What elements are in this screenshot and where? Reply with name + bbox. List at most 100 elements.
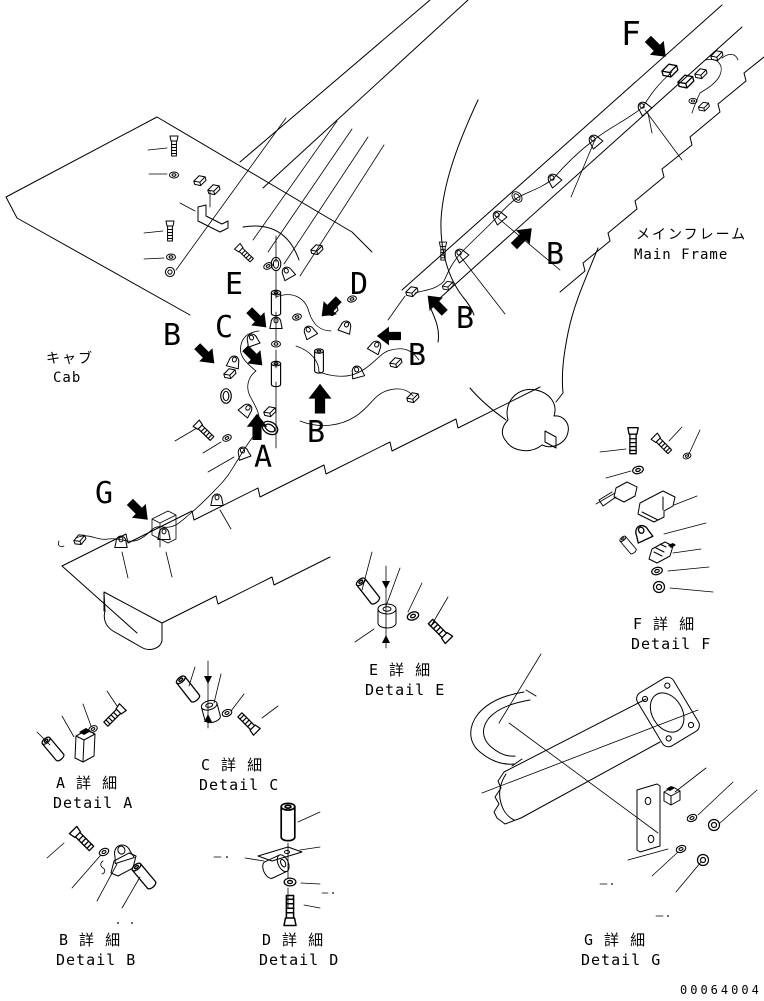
detail-c-title-jp: C 詳 細 [201,756,264,774]
washer-part [220,707,234,719]
bolt-part [426,617,454,645]
view-direction-arrow-icon [640,31,673,64]
connector-part [72,532,88,547]
nut-part [707,818,721,832]
detail-d-title-jp: D 詳 細 [262,931,325,949]
bolt-part [101,703,127,729]
callout-b3: B [456,301,475,336]
bolt-part [192,419,216,443]
callout-a: A [254,440,273,475]
center-marks [117,856,669,924]
connector-part [697,100,711,113]
callout-b4: B [408,338,427,373]
washer-part [97,846,111,858]
washer-part [221,432,233,444]
detail-e-title-jp: E 詳 細 [369,661,432,679]
detail-e-drawing [354,551,454,649]
connector-part [262,404,278,419]
clamp-part [349,364,366,380]
detail-a-drawing [36,690,127,763]
main-frame-label-en: Main Frame [634,247,729,263]
clamp-part [544,170,563,189]
detail-f-drawing [595,426,714,594]
clamp-part [489,207,508,226]
bolt-part [627,427,639,455]
main-frame-label-jp: メインフレーム [636,227,748,243]
nut-part [164,266,176,278]
washer-part [291,312,303,322]
clamp-part [631,522,654,544]
detail-c-title-en: Detail C [199,776,280,794]
washer-part [87,723,99,735]
view-direction-arrow-icon [376,326,401,346]
clamp-part [300,323,319,341]
detail-g-drawing [470,653,758,893]
view-direction-arrow-icon [315,292,346,323]
main-frame-outline [401,4,764,452]
bolt-part [283,894,297,927]
detail-b-title-jp: B 詳 細 [59,931,122,949]
connector-part [404,284,420,299]
nut-part [652,580,666,594]
connector-part [676,72,696,91]
connector-part [206,182,222,197]
callout-f: F [621,14,641,53]
roof-parts [143,117,385,282]
washer-part [674,843,688,855]
clamp-part [634,98,653,117]
spacer-part [174,673,202,705]
callout-b1: B [546,237,565,272]
harness-cluster-parts [72,235,455,548]
clamp-part [278,264,297,282]
cab-roof-outline [5,0,469,316]
clamp-part [366,338,385,356]
callout-b2: B [163,318,182,353]
clamp-part [237,400,256,419]
washer-part [688,97,698,105]
clamp-part [243,331,261,348]
connector-part [693,66,709,81]
grommet-part [270,256,282,272]
callout-d: D [350,267,369,302]
cab-label-jp: キャブ [46,351,94,367]
washer-part [685,812,699,824]
grommet-part [220,388,232,404]
callout-b5: B [307,415,326,450]
bolt-part [235,710,261,736]
detail-b-drawing [46,825,158,909]
washer-part [283,877,297,887]
view-direction-arrow-icon [308,383,332,414]
bolt-part [234,242,255,264]
callout-e: E [225,267,244,302]
washer-part [631,464,645,476]
view-arrows [122,31,673,527]
view-direction-arrow-icon [122,494,155,527]
drawing-number: 00064004 [680,983,762,997]
connector-part [660,61,680,80]
detail-a-title-jp: A 詳 細 [56,774,119,792]
bolt-part [165,220,175,242]
connector-part [192,173,208,188]
view-direction-arrow-icon [246,413,268,440]
detail-f-title-en: Detail F [631,635,712,653]
clamp-part [210,493,224,506]
detail-g-title-en: Detail G [581,951,662,969]
connector-part [222,366,238,381]
cab-label-en: Cab [53,370,82,386]
view-direction-arrow-icon [242,303,273,334]
washer-part [650,565,664,577]
detail-d-title-en: Detail D [259,951,340,969]
connector-part [388,355,404,370]
spacer-part [354,575,382,607]
washer-part [169,171,179,179]
cab-floor-outline [61,386,541,650]
clamp-part [234,444,252,461]
connector-part [709,48,725,63]
washer-part [166,253,176,261]
clamp-part [337,318,355,335]
callout-c: C [215,310,234,345]
detail-f-title-jp: F 詳 細 [633,615,696,633]
spacer-part [618,534,638,556]
clamp-part [114,535,128,548]
